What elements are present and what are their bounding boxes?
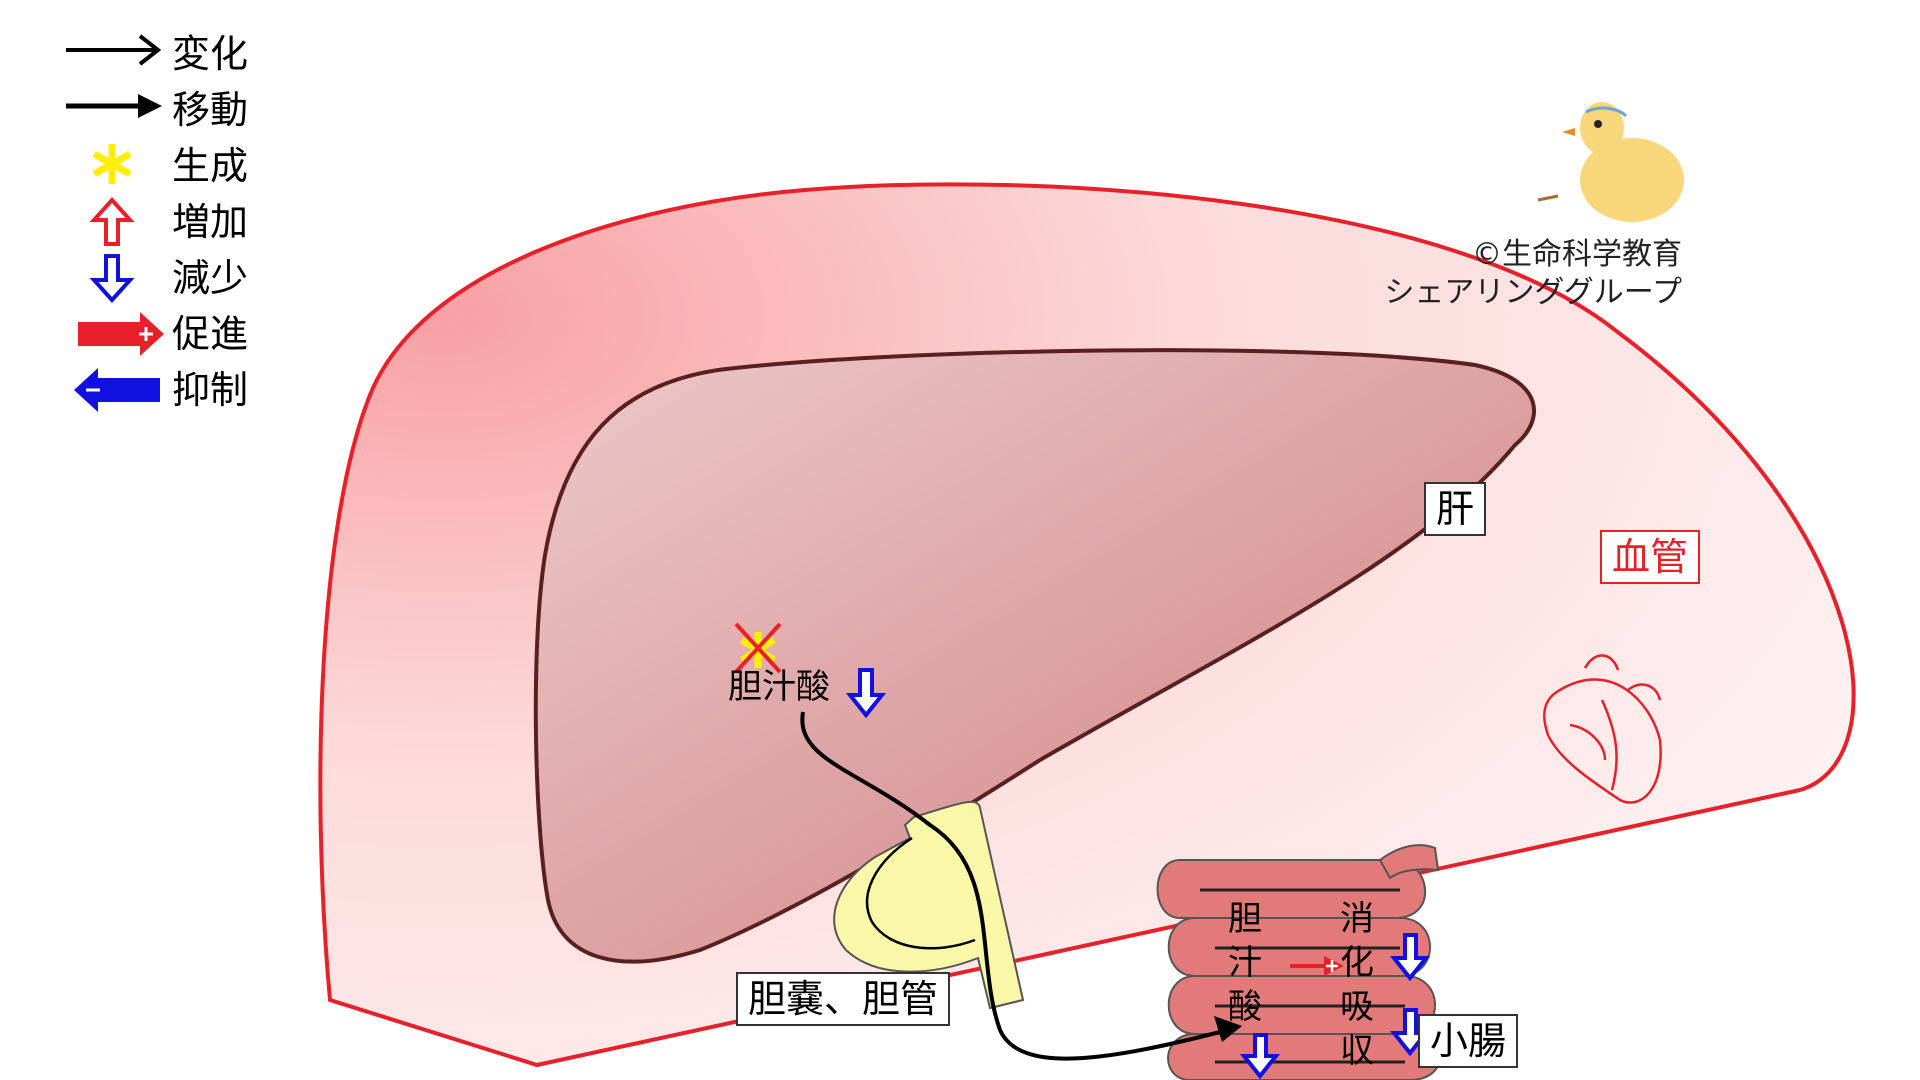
move-arrow-icon <box>66 94 162 118</box>
legend-row-generate: 生成 <box>60 140 320 192</box>
bile-acid-generation-marker <box>734 622 782 674</box>
legend-row-move: 移動 <box>60 84 320 136</box>
legend-label-promote: 促進 <box>172 312 249 356</box>
legend-label-inhibit: 抑制 <box>172 368 249 412</box>
blood-vessel-label: 血管 <box>1600 530 1701 584</box>
intestine-promote-arrow <box>1290 956 1344 976</box>
decrease-arrow-icon <box>89 254 135 303</box>
legend-label-change: 変化 <box>172 32 249 76</box>
copyright-line-1: ©生命科学教育 <box>1472 237 1682 272</box>
intestine-bile-char-2: 汁 <box>1228 943 1262 983</box>
legend-row-decrease: 減少 <box>60 252 320 304</box>
legend-label-generate: 生成 <box>172 144 249 188</box>
intestine-absorption-char-4: 収 <box>1340 1031 1374 1071</box>
intestine-absorption-char-1: 消 <box>1340 899 1374 939</box>
legend-label-increase: 増加 <box>172 200 249 244</box>
digestion-decrease-icon <box>1389 933 1431 982</box>
copyright-line-2: シェアリンググループ <box>1384 275 1682 310</box>
legend-label-move: 移動 <box>172 88 249 132</box>
intestine-bile-char-1: 胆 <box>1228 899 1262 939</box>
legend-row-change: 変化 <box>60 28 320 80</box>
bile-acid-excretion-decrease-icon <box>1239 1033 1281 1080</box>
small-intestine-label: 小腸 <box>1418 1014 1519 1068</box>
promote-arrow-icon <box>78 312 164 356</box>
intestine-bile-char-3: 酸 <box>1228 987 1262 1027</box>
bile-transport-arrowhead <box>1214 1016 1242 1042</box>
legend-row-promote: 促進 <box>60 308 320 360</box>
liver <box>533 348 1537 964</box>
legend-row-inhibit: 抑制 <box>60 364 320 416</box>
liver-bile-acid-decrease-icon <box>845 668 887 719</box>
gallbladder <box>833 800 1025 1010</box>
bile-transport-arrow <box>800 711 1221 1061</box>
intestine-absorption-char-3: 吸 <box>1340 987 1374 1027</box>
inhibit-arrow-icon <box>74 368 160 412</box>
gallbladder-inner-line <box>865 836 976 950</box>
legend-row-increase: 増加 <box>60 196 320 248</box>
gallbladder-duct-label: 胆嚢、胆管 <box>736 972 951 1026</box>
intestine-absorption-char-2: 化 <box>1340 943 1374 983</box>
chick-icon <box>1537 102 1684 222</box>
liver-bile-acid-text: 胆汁酸 <box>728 667 830 707</box>
generate-star-icon <box>92 144 132 184</box>
liver-label: 肝 <box>1424 482 1487 536</box>
change-arrow-icon <box>66 34 162 66</box>
legend-label-decrease: 減少 <box>172 256 249 300</box>
increase-arrow-icon <box>89 197 135 246</box>
copyright: ©生命科学教育 シェアリンググループ <box>1384 236 1682 312</box>
heart-icon <box>1543 654 1662 804</box>
